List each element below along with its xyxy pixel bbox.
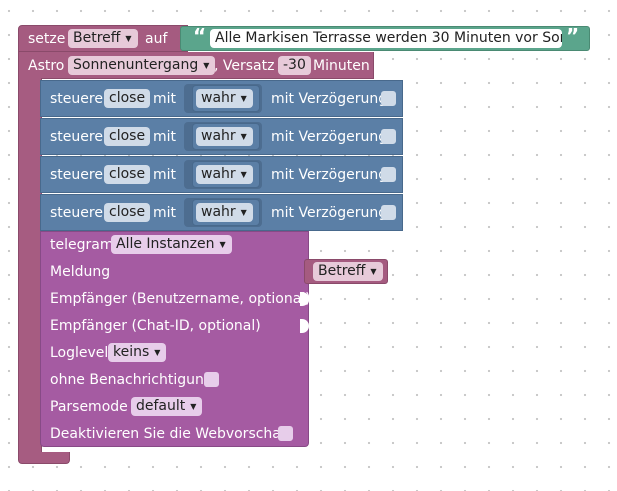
meldung-label: Meldung <box>50 264 111 280</box>
recipient-user-input-slot[interactable] <box>300 292 309 306</box>
chevron-down-icon: ▼ <box>370 267 377 276</box>
text-value: Alle Markisen Terrasse werden 30 Minuten… <box>215 30 562 46</box>
control-delay-label: mit Verzögerung <box>271 167 388 183</box>
control-mit-label: mit <box>153 91 177 107</box>
control-object-value: close <box>109 128 146 144</box>
control-value: wahr <box>201 204 236 220</box>
recipient-chat-input-slot[interactable] <box>300 319 309 333</box>
control-object-field[interactable]: close <box>104 127 151 146</box>
chevron-down-icon: ▼ <box>240 132 247 141</box>
control-delay-label: mit Verzögerung <box>271 91 388 107</box>
control-value-dropdown[interactable]: wahr ▼ <box>196 165 253 184</box>
recipient-user-label: Empfänger (Benutzername, optional) <box>50 291 311 307</box>
chevron-down-icon: ▼ <box>240 208 247 217</box>
silent-checkbox[interactable] <box>204 372 219 387</box>
set-prefix-label: setze <box>28 31 66 47</box>
disable-preview-label: Deaktivieren Sie die Webvorschau <box>50 426 290 442</box>
text-input[interactable]: Alle Markisen Terrasse werden 30 Minuten… <box>210 29 562 48</box>
control-object-value: close <box>109 204 146 220</box>
meldung-variable-value: Betreff <box>318 263 366 279</box>
open-quote-icon: “ <box>193 24 207 48</box>
variable-dropdown-value: Betreff <box>73 30 121 46</box>
chevron-down-icon: ▼ <box>190 402 197 411</box>
control-mit-label: mit <box>153 205 177 221</box>
control-value: wahr <box>201 90 236 106</box>
disable-preview-checkbox[interactable] <box>278 426 293 441</box>
control-delay-label: mit Verzögerung <box>271 129 388 145</box>
offset-value: -30 <box>283 57 306 73</box>
astro-event-dropdown[interactable]: Sonnenuntergang ▼ <box>68 56 216 75</box>
chevron-down-icon: ▼ <box>125 34 132 43</box>
control-object-field[interactable]: close <box>104 165 151 184</box>
recipient-chat-label: Empfänger (Chat-ID, optional) <box>50 318 261 334</box>
control-delay-checkbox[interactable] <box>381 205 396 220</box>
loglevel-value: keins <box>113 344 150 360</box>
set-suffix-label: auf <box>145 31 168 47</box>
chevron-down-icon: ▼ <box>240 170 247 179</box>
control-delay-checkbox[interactable] <box>381 129 396 144</box>
chevron-down-icon: ▼ <box>154 348 161 357</box>
control-object-value: close <box>109 90 146 106</box>
offset-input[interactable]: -30 <box>278 56 311 75</box>
chevron-down-icon: ▼ <box>203 61 210 70</box>
chevron-down-icon: ▼ <box>219 240 226 249</box>
astro-event-value: Sonnenuntergang <box>73 57 199 73</box>
variable-dropdown[interactable]: Betreff ▼ <box>68 29 138 48</box>
parsemode-label: Parsemode <box>50 399 128 415</box>
parsemode-dropdown[interactable]: default ▼ <box>131 397 203 416</box>
control-value-dropdown[interactable]: wahr ▼ <box>196 203 253 222</box>
astro-label: Astro <box>28 58 65 74</box>
astro-block-bottom <box>18 452 70 464</box>
control-prefix-label: steuere <box>50 91 103 107</box>
telegram-instance-dropdown[interactable]: Alle Instanzen ▼ <box>111 235 232 254</box>
chevron-down-icon: ▼ <box>240 94 247 103</box>
control-value: wahr <box>201 166 236 182</box>
loglevel-label: Loglevel <box>50 345 109 361</box>
control-value-dropdown[interactable]: wahr ▼ <box>196 127 253 146</box>
loglevel-dropdown[interactable]: keins ▼ <box>108 343 167 362</box>
control-prefix-label: steuere <box>50 167 103 183</box>
control-object-field[interactable]: close <box>104 89 151 108</box>
silent-label: ohne Benachrichtigung <box>50 372 213 388</box>
parsemode-value: default <box>136 398 186 414</box>
control-object-field[interactable]: close <box>104 203 151 222</box>
control-prefix-label: steuere <box>50 129 103 145</box>
control-value: wahr <box>201 128 236 144</box>
telegram-instance-value: Alle Instanzen <box>116 236 215 252</box>
meldung-variable-dropdown[interactable]: Betreff ▼ <box>313 262 383 281</box>
close-quote-icon: ” <box>566 24 580 48</box>
control-object-value: close <box>109 166 146 182</box>
control-prefix-label: steuere <box>50 205 103 221</box>
telegram-label: telegram <box>50 237 114 253</box>
control-mit-label: mit <box>153 129 177 145</box>
control-delay-checkbox[interactable] <box>381 167 396 182</box>
control-delay-checkbox[interactable] <box>381 91 396 106</box>
control-delay-label: mit Verzögerung <box>271 205 388 221</box>
control-value-dropdown[interactable]: wahr ▼ <box>196 89 253 108</box>
astro-block-spine <box>18 78 42 454</box>
offset-unit-label: Minuten <box>313 58 370 74</box>
control-mit-label: mit <box>153 167 177 183</box>
offset-label: , Versatz <box>214 58 275 74</box>
